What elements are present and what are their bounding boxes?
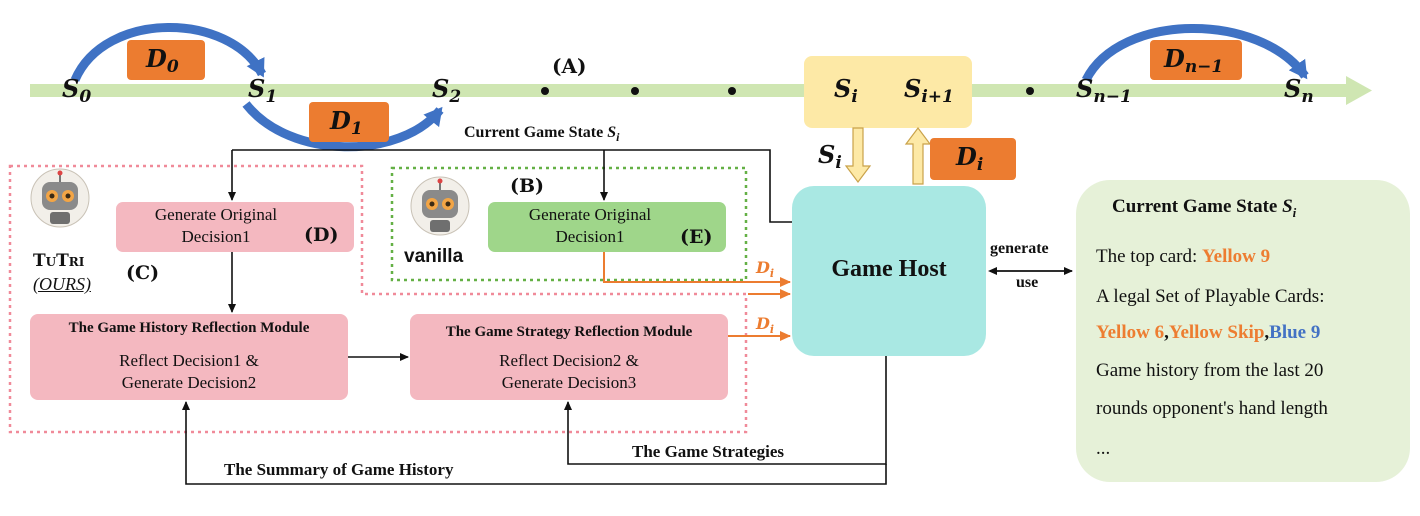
label-c: (C) xyxy=(126,262,160,284)
decision-dn-1: Dn−1 xyxy=(1164,44,1224,77)
panel-history-2: rounds opponent's hand length xyxy=(1096,398,1328,419)
tutri-robot-avatar xyxy=(30,168,90,228)
panel-title: Current Game State Si xyxy=(1112,196,1297,220)
state-si1: Si+1 xyxy=(904,74,954,107)
decision-d0: D0 xyxy=(146,44,179,77)
tutri-name: TUTRI xyxy=(33,251,85,271)
label-a: (A) xyxy=(552,54,587,78)
vanilla-generate-box xyxy=(488,202,726,252)
tutri-ours: (OURS) xyxy=(33,274,91,294)
vanilla-region xyxy=(390,166,748,282)
panel-history-1: Game history from the last 20 xyxy=(1096,360,1324,381)
arc-d0 xyxy=(70,23,266,82)
current-state-highlight xyxy=(804,56,972,128)
panel-legal-cards: Yellow 6,Yellow Skip,Blue 9 xyxy=(1096,322,1321,343)
history-module-body: Reflect Decision1 & Generate Decision2 xyxy=(119,351,259,392)
host-si-label: Si xyxy=(818,140,842,173)
label-d: (D) xyxy=(304,224,339,246)
state-s2: S2 xyxy=(432,74,462,107)
summary-label: The Summary of Game History xyxy=(224,460,454,479)
game-host-label: Game Host xyxy=(831,256,947,282)
tutri-flow-arrows xyxy=(228,252,409,361)
state-s0: S0 xyxy=(62,74,92,107)
panel-top-card: The top card: Yellow 9 xyxy=(1096,246,1271,267)
di-up-arrow xyxy=(904,127,932,185)
state-si: Si xyxy=(834,74,858,107)
vanilla-robot-avatar xyxy=(410,176,470,236)
host-di-label: Di xyxy=(956,142,984,175)
di-box xyxy=(930,138,1016,180)
strategy-module-body: Reflect Decision2 & Generate Decision3 xyxy=(499,351,639,392)
tutri-generate-box xyxy=(116,202,354,252)
si-down-arrow xyxy=(844,127,872,183)
di-label-lower: Di xyxy=(756,314,775,337)
history-module-box xyxy=(30,314,348,400)
generate-label: generate xyxy=(990,240,1049,257)
d0-box xyxy=(127,40,205,80)
label-e: (E) xyxy=(680,226,713,248)
strategy-module-title: The Game Strategy Reflection Module xyxy=(445,324,693,340)
timeline-arrow xyxy=(30,76,1372,105)
di-label-upper: Di xyxy=(756,258,775,281)
panel-ellipsis: ... xyxy=(1096,438,1111,459)
state-s1: S1 xyxy=(248,74,278,107)
state-sn: Sn xyxy=(1284,74,1314,107)
tutri-region xyxy=(8,164,748,434)
d1-box xyxy=(309,102,389,142)
current-state-lines xyxy=(228,149,796,223)
di-orange-arrows xyxy=(603,252,791,341)
strategy-module-box xyxy=(410,314,728,400)
state-panel xyxy=(1076,180,1410,482)
panel-legal-label: A legal Set of Playable Cards: xyxy=(1096,286,1325,307)
timeline-dots xyxy=(541,87,1034,95)
state-sn-1: Sn−1 xyxy=(1076,74,1132,107)
use-label: use xyxy=(1016,274,1039,291)
vanilla-generate-text: Generate Original Decision1 xyxy=(528,205,652,246)
label-b: (B) xyxy=(510,175,545,197)
game-strategies-label: The Game Strategies xyxy=(632,442,785,461)
game-host xyxy=(792,186,986,356)
history-module-title: The Game History Reflection Module xyxy=(68,320,310,336)
dn-1-box xyxy=(1150,40,1242,80)
arc-dn-1 xyxy=(1081,24,1309,83)
vanilla-name: vanilla xyxy=(404,246,464,267)
feedback-lines xyxy=(182,356,887,485)
tutri-generate-text: Generate Original Decision1 xyxy=(154,205,278,246)
arc-d1 xyxy=(242,101,444,152)
current-state-label: Current Game State Si xyxy=(464,124,620,145)
decision-d1: D1 xyxy=(330,106,363,139)
